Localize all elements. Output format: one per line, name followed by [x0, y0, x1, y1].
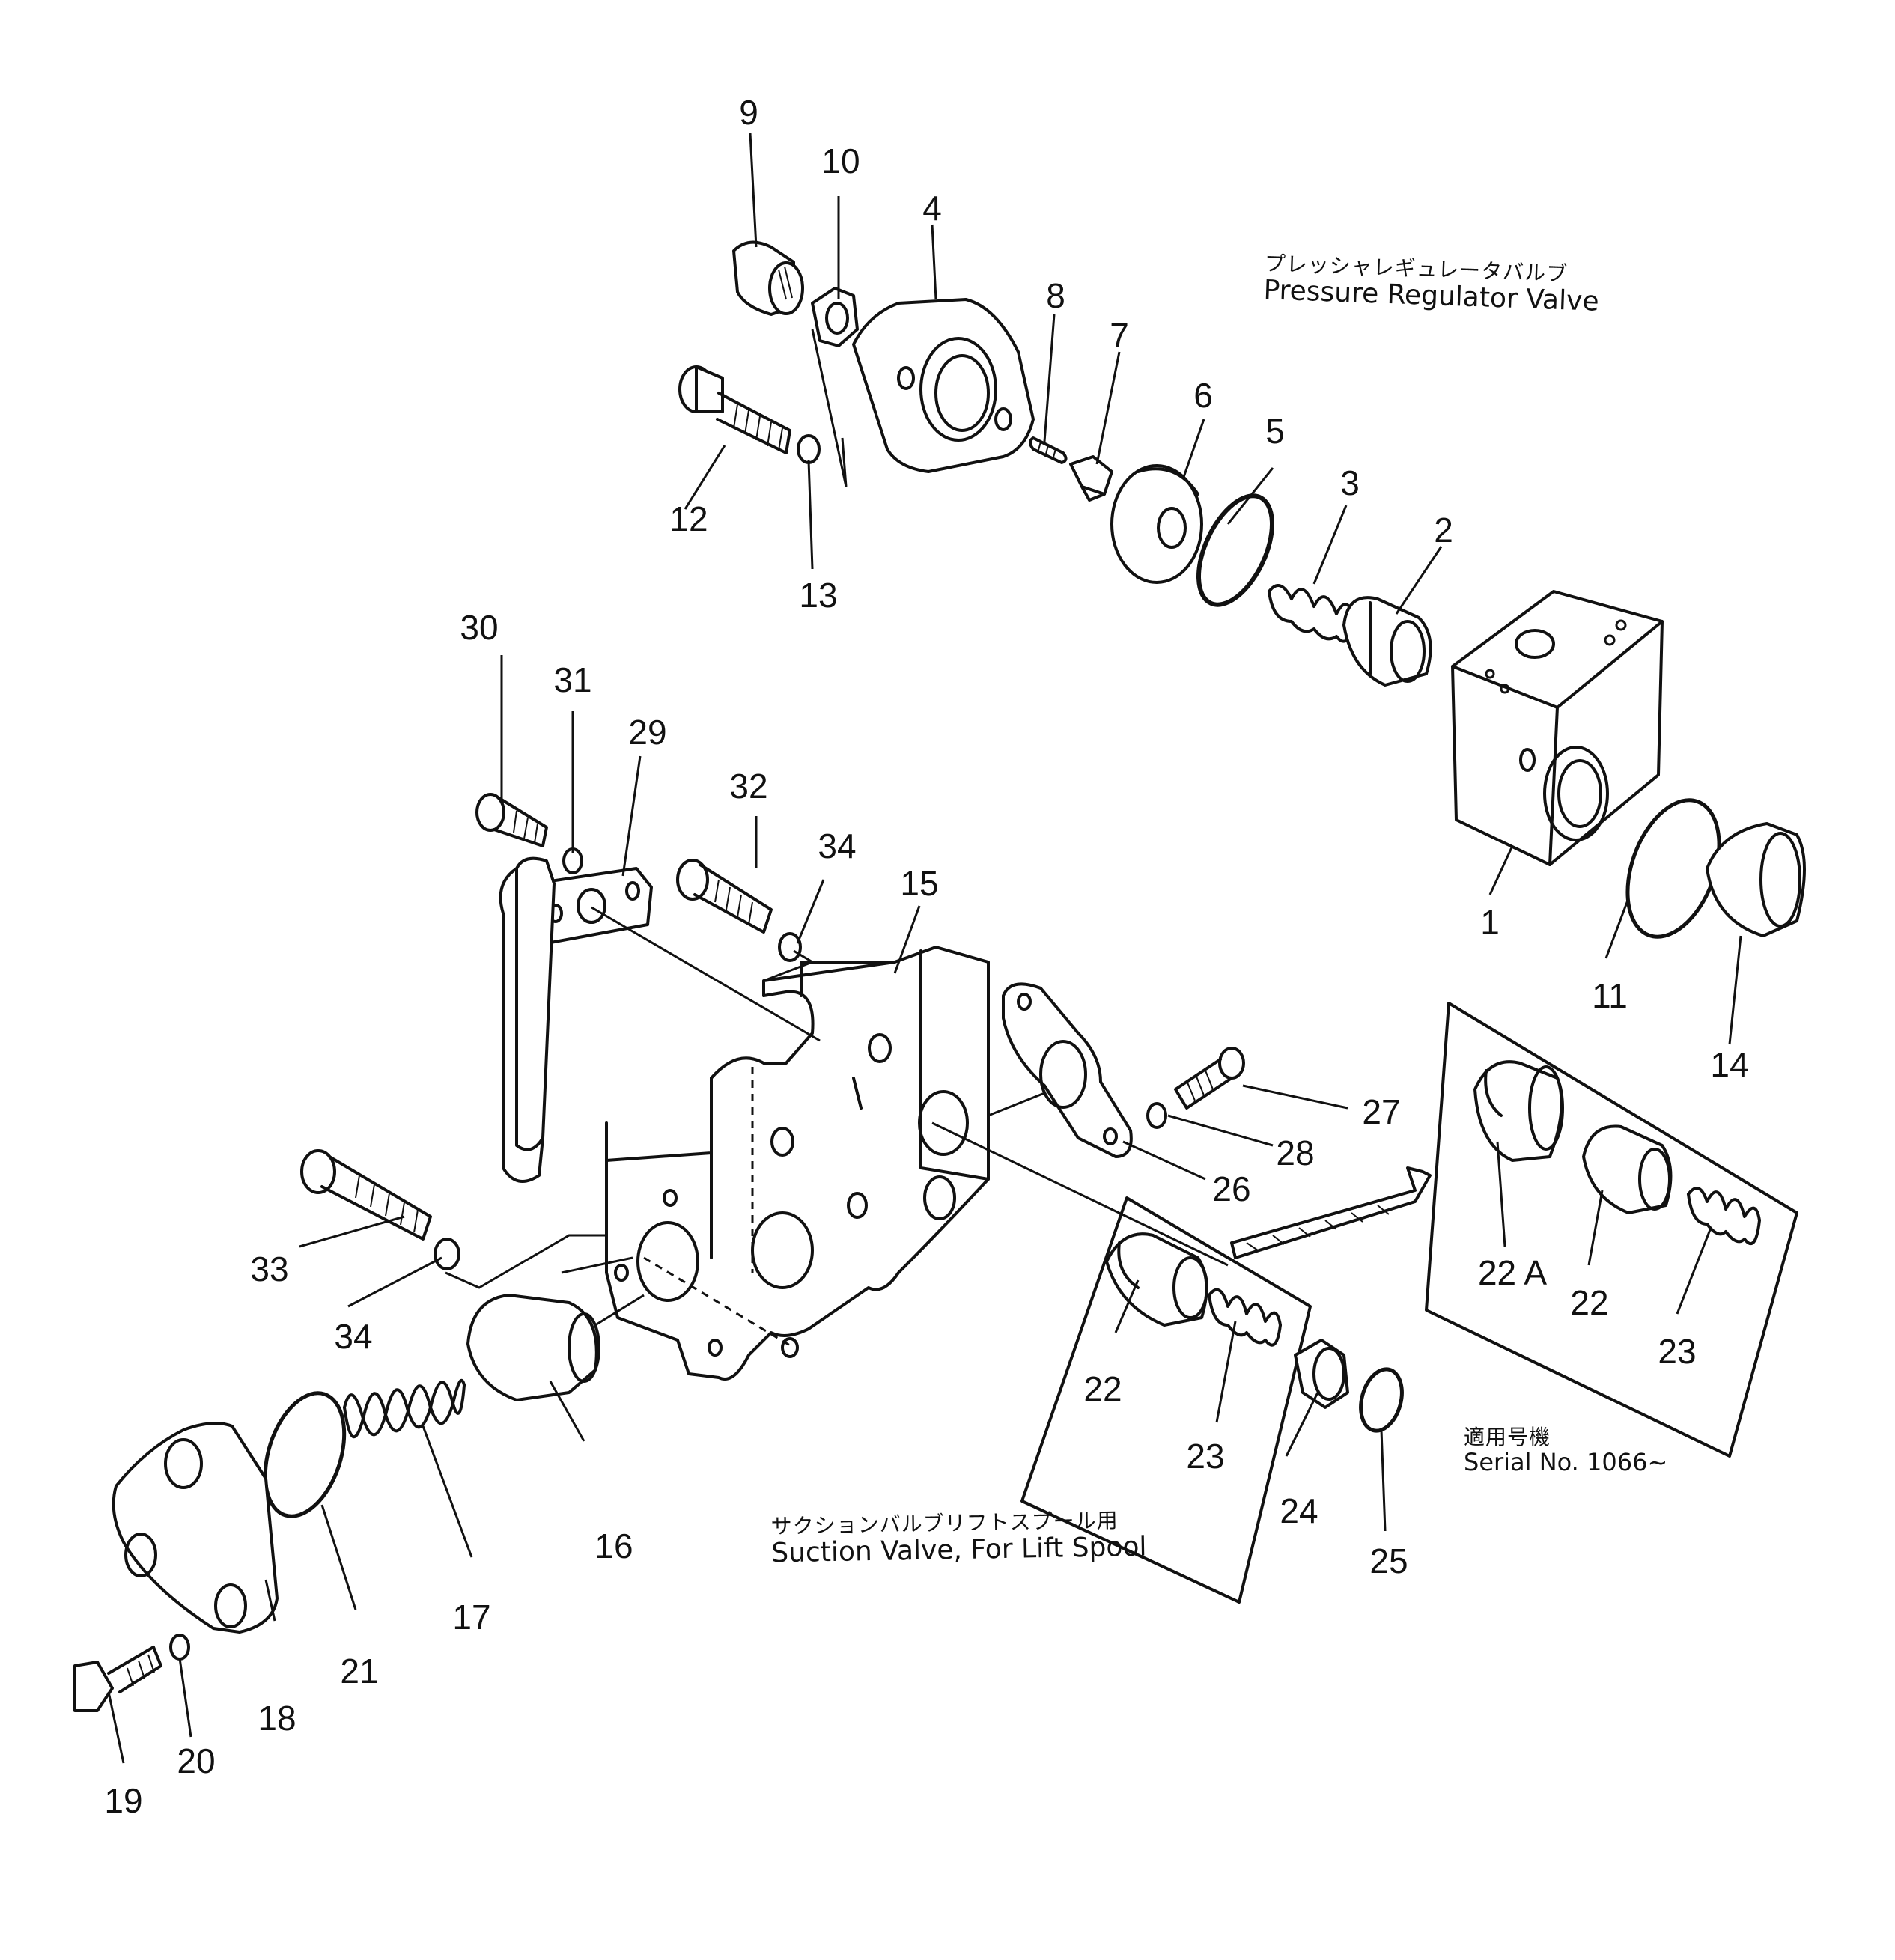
callout-21: 21: [340, 1652, 379, 1690]
part-26-gasket: [1002, 982, 1133, 1158]
serial-arrow: [1230, 1166, 1432, 1259]
part-33-bolt: [300, 1149, 432, 1241]
callout-25: 25: [1369, 1541, 1408, 1580]
callout-6: 6: [1193, 376, 1213, 415]
part-16-piston: [466, 1294, 645, 1401]
callout-31: 31: [553, 660, 592, 699]
part-19-bolt: [73, 1646, 162, 1712]
callout-23-serial: 23: [1658, 1332, 1697, 1371]
part-1-valve-body: [1451, 590, 1664, 866]
serial-caption: 適用号機 Serial No. 1066~: [1464, 1425, 1668, 1476]
part-30-bolt: [475, 793, 548, 847]
callout-33: 33: [250, 1250, 289, 1288]
callout-3: 3: [1340, 463, 1360, 502]
callout-2: 2: [1434, 511, 1453, 550]
serial-caption-en: Serial No. 1066~: [1464, 1447, 1668, 1476]
callout-leaders: [107, 133, 1742, 1764]
part-18-cover: [112, 1422, 279, 1634]
callout-10: 10: [821, 141, 860, 180]
part-32-bolt: [676, 859, 773, 934]
callout-16: 16: [594, 1527, 633, 1565]
callout-7: 7: [1110, 316, 1129, 355]
suction-valve-caption-en: Suction Valve, For Lift Spool: [770, 1531, 1147, 1569]
part-14-cap: [1706, 822, 1806, 937]
callout-28: 28: [1276, 1133, 1315, 1172]
callout-13: 13: [799, 576, 838, 615]
part-6-seat: [1110, 464, 1203, 584]
part-12-bolt: [678, 365, 791, 454]
callout-27: 27: [1362, 1092, 1401, 1131]
callout-29: 29: [628, 713, 667, 752]
callout-22-serial: 22: [1570, 1283, 1609, 1322]
serial-caption-jp: 適用号機: [1464, 1425, 1551, 1449]
part-5-o-ring: [1196, 493, 1274, 607]
part-3-spring: [1268, 584, 1357, 643]
part-34-washer-lower: [434, 1238, 460, 1270]
part-7-poppet: [1069, 455, 1113, 502]
callout-14: 14: [1710, 1045, 1749, 1084]
callout-18: 18: [258, 1699, 296, 1738]
callout-32: 32: [729, 767, 768, 806]
part-25-o-ring: [1359, 1367, 1404, 1433]
part-17-spring: [343, 1379, 466, 1439]
part-34-washer-top: [778, 932, 802, 962]
callout-34-top: 34: [818, 827, 857, 865]
part-27-bolt: [1174, 1047, 1245, 1110]
callout-22a-serial: 22 A: [1477, 1253, 1548, 1292]
callout-26: 26: [1212, 1169, 1251, 1208]
serial-box: [1425, 1002, 1798, 1458]
part-28-washer: [1146, 1102, 1167, 1129]
callout-19: 19: [104, 1781, 143, 1820]
part-2-spool: [1342, 596, 1432, 687]
callout-9: 9: [739, 93, 758, 132]
callout-11: 11: [1592, 976, 1628, 1015]
part-13-washer: [797, 434, 821, 464]
suction-valve-caption: サクションバルブリフトスプール用 Suction Valve, For Lift…: [770, 1508, 1147, 1569]
part-24-plug: [1294, 1339, 1349, 1409]
callout-23-suction: 23: [1186, 1437, 1225, 1476]
callout-12: 12: [669, 499, 708, 538]
part-21-o-ring: [263, 1391, 347, 1518]
callout-20: 20: [177, 1741, 216, 1780]
part-15-main-body: [605, 946, 990, 1381]
part-9-plug: [732, 240, 804, 316]
part-20-washer: [169, 1634, 190, 1661]
suction-valve-box: [1020, 1196, 1312, 1604]
part-10-nut: [811, 287, 859, 347]
callout-24: 24: [1280, 1491, 1318, 1530]
callout-5: 5: [1265, 412, 1285, 451]
callout-1: 1: [1480, 903, 1500, 942]
callout-15: 15: [900, 864, 939, 903]
part-4-flange: [852, 298, 1035, 473]
callout-8: 8: [1046, 276, 1065, 315]
callout-17: 17: [452, 1598, 491, 1637]
callout-34-lower: 34: [334, 1317, 373, 1356]
pressure-regulator-caption: プレッシャレギュレータバルブ Pressure Regulator Valve: [1263, 251, 1600, 317]
callout-30: 30: [460, 608, 499, 647]
part-29-bracket-pipe: [499, 856, 653, 1183]
callout-4: 4: [922, 189, 942, 228]
callout-22-suction: 22: [1083, 1369, 1122, 1408]
part-8-spring: [1029, 436, 1068, 464]
